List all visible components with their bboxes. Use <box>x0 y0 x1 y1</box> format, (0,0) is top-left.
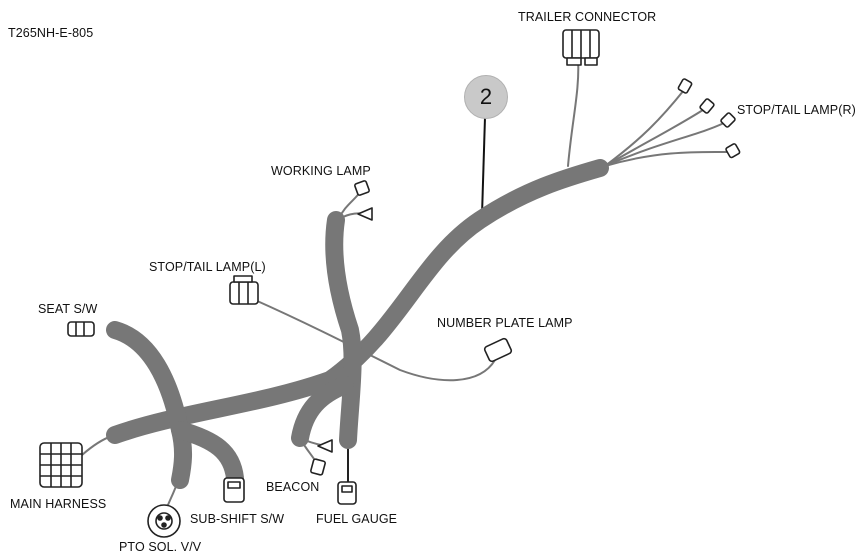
label-working-lamp: WORKING LAMP <box>271 164 371 178</box>
callout-number: 2 <box>464 75 508 119</box>
label-main-harness: MAIN HARNESS <box>10 497 107 511</box>
label-fuel-gauge: FUEL GAUGE <box>316 512 398 526</box>
label-beacon: BEACON <box>266 480 320 494</box>
working-lamp-connector-icon <box>354 180 373 221</box>
number-plate-lamp-connector-icon <box>483 337 513 363</box>
stop-tail-r-wire-2 <box>604 107 707 167</box>
stop-tail-lamp-l-connector-icon <box>229 275 259 305</box>
harness-beacon-branch <box>291 376 354 447</box>
label-stop-tail-lamp-r: STOP/TAIL LAMP(R) <box>737 103 856 117</box>
label-stop-tail-lamp-l: STOP/TAIL LAMP(L) <box>149 260 266 274</box>
trailer-connector-wire <box>567 57 580 167</box>
stop-tail-lamp-r-connector-icons <box>677 78 741 159</box>
main-harness-connector-icon <box>39 442 83 488</box>
label-trailer-connector: TRAILER CONNECTOR <box>518 10 657 24</box>
stop-tail-r-wire-1 <box>604 89 685 167</box>
callout-leader-line <box>481 116 486 216</box>
harness-working-lamp-branch <box>325 211 362 449</box>
stop-tail-r-wire-3 <box>604 121 727 167</box>
label-seat-sw: SEAT S/W <box>38 302 98 316</box>
stop-tail-r-wire-4 <box>604 150 732 167</box>
stop-tail-l-wire <box>254 299 496 382</box>
diagram-code: T265NH-E-805 <box>8 26 94 40</box>
pto-sol-vv-connector-icon <box>147 504 181 538</box>
harness-seat-branch <box>106 321 192 489</box>
beacon-connector-icon <box>310 439 333 476</box>
label-number-plate-lamp: NUMBER PLATE LAMP <box>437 316 573 330</box>
label-pto-sol-vv: PTO SOL. V/V <box>119 540 202 554</box>
harness-main-trunk <box>106 159 609 444</box>
harness-sub-shift-branch <box>171 421 244 487</box>
seat-sw-connector-icon <box>67 321 95 337</box>
trailer-connector-icon <box>562 29 600 66</box>
label-sub-shift-sw: SUB-SHIFT S/W <box>190 512 285 526</box>
fuel-gauge-connector-icon <box>337 481 357 505</box>
sub-shift-sw-connector-icon <box>223 477 245 503</box>
